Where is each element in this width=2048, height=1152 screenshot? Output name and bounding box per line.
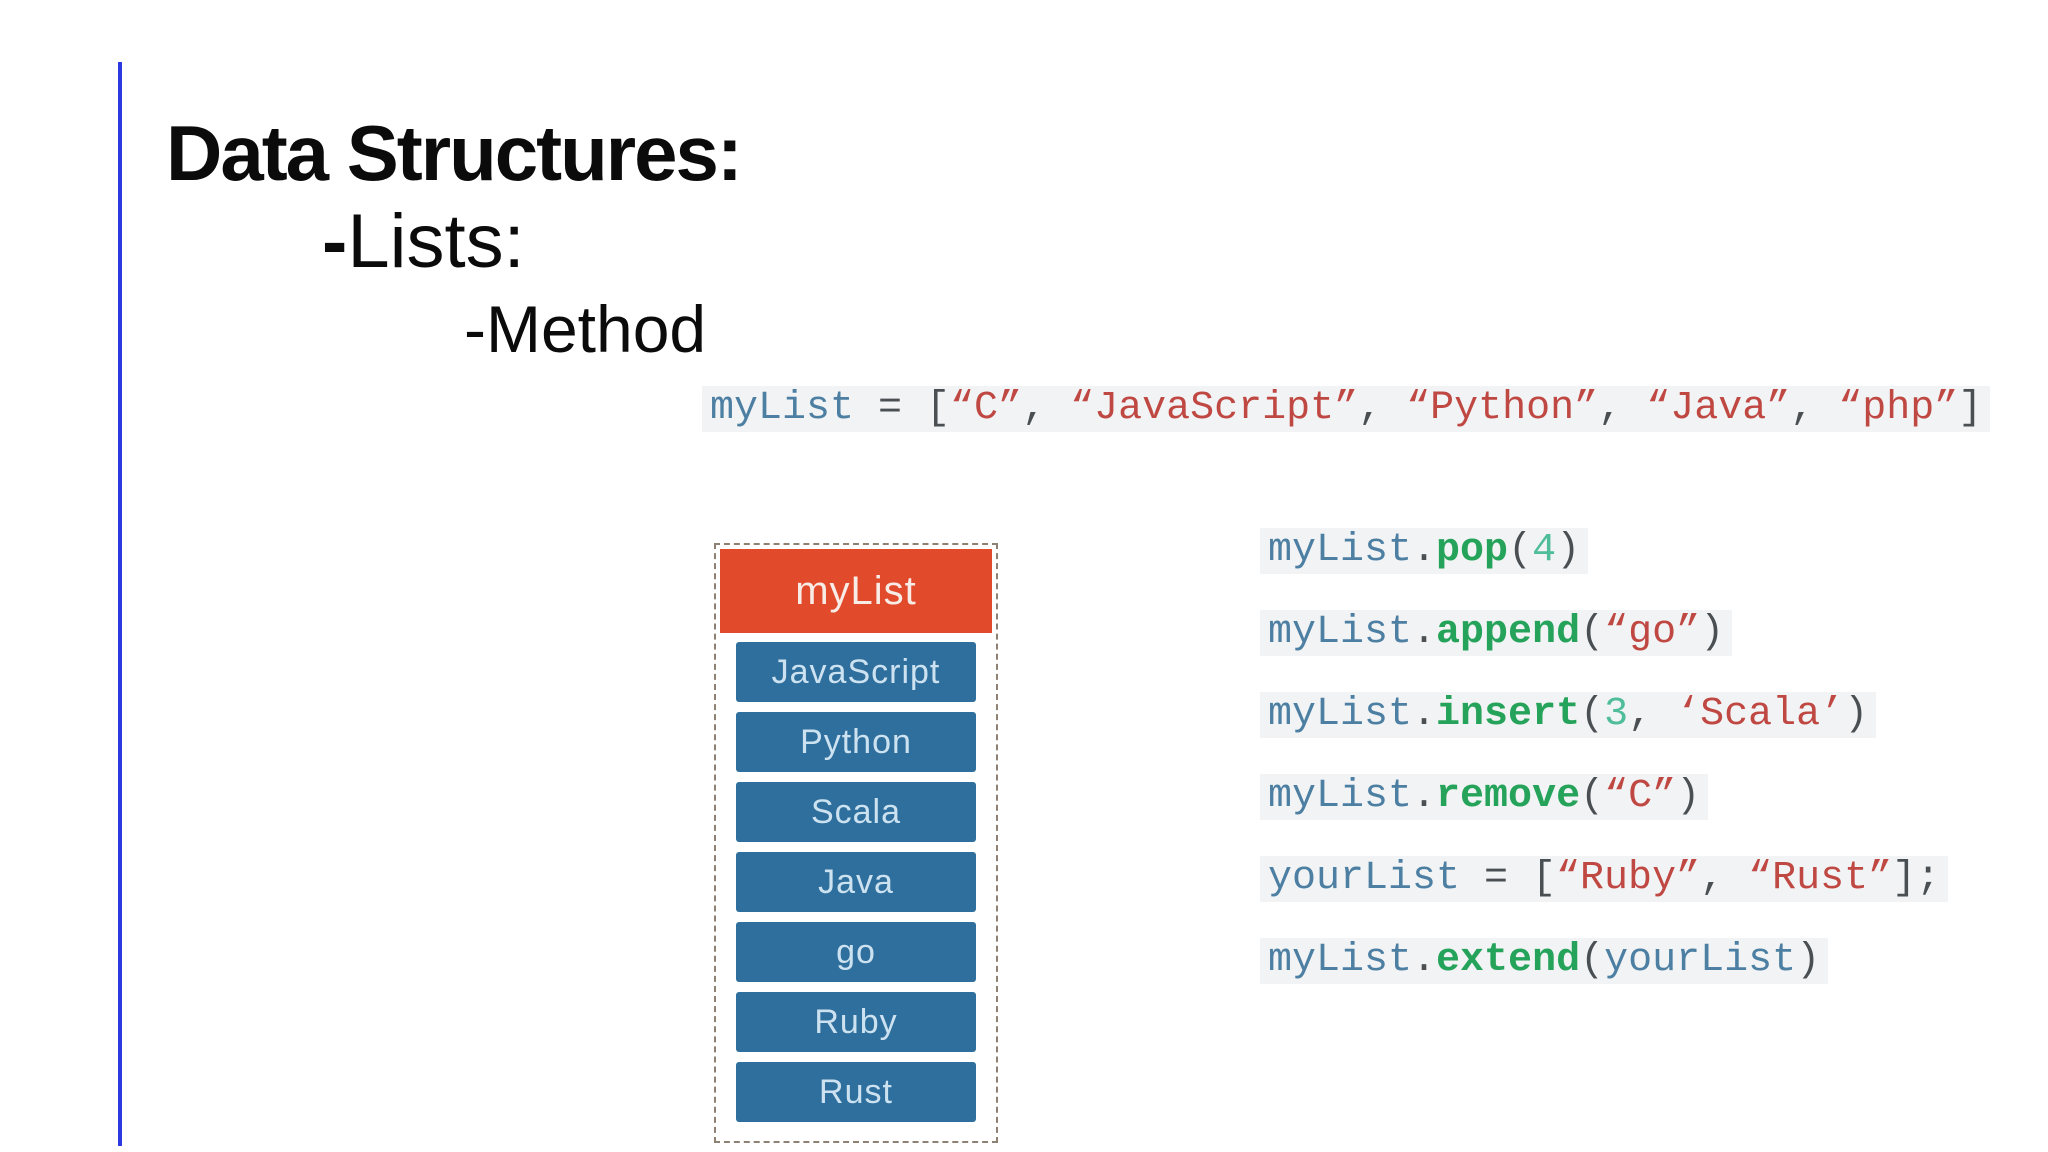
code-token: “Python” — [1406, 386, 1599, 431]
heading-lists: -Lists: — [322, 204, 525, 280]
code-token: ) — [1700, 610, 1725, 655]
code-token: extend — [1436, 938, 1581, 983]
code-token: “Ruby” — [1556, 856, 1701, 901]
code-token: myList — [1268, 528, 1413, 573]
lists-dash: - — [322, 199, 348, 284]
list-item: Ruby — [736, 992, 976, 1052]
code-token: ) — [1796, 938, 1821, 983]
code-token: yourList — [1604, 938, 1797, 983]
code-token: ( — [1580, 610, 1605, 655]
code-token: “php” — [1838, 386, 1959, 431]
code-token: ]; — [1892, 856, 1941, 901]
code-token: append — [1436, 610, 1581, 655]
code-token: ‘Scala’ — [1676, 692, 1845, 737]
code-token: yourList — [1268, 856, 1461, 901]
code-token: remove — [1436, 774, 1581, 819]
code-token: = [ — [854, 386, 951, 431]
code-token: ) — [1676, 774, 1701, 819]
code-token: ( — [1580, 938, 1605, 983]
code-token: . — [1412, 692, 1437, 737]
code-line-method-call: yourList = [“Ruby”, “Rust”]; — [1260, 856, 1949, 902]
code-line-method-call: myList.extend(yourList) — [1260, 938, 1829, 984]
code-token: “C” — [1604, 774, 1677, 819]
code-token: myList — [1268, 774, 1413, 819]
left-accent-line — [118, 62, 122, 1146]
lists-label: Lists: — [347, 199, 525, 284]
code-token: ) — [1556, 528, 1581, 573]
code-token: ( — [1508, 528, 1533, 573]
list-item: Rust — [736, 1062, 976, 1122]
code-token: “Java” — [1646, 386, 1791, 431]
heading-method: -Method — [464, 296, 706, 362]
code-token: . — [1412, 938, 1437, 983]
method-label: Method — [485, 292, 707, 366]
code-token: ( — [1580, 774, 1605, 819]
page-title: Data Structures: — [166, 109, 743, 197]
code-token: , — [1358, 386, 1407, 431]
code-token: . — [1412, 774, 1437, 819]
list-item: Scala — [736, 782, 976, 842]
code-token: , — [1598, 386, 1647, 431]
code-token: myList — [710, 386, 855, 431]
code-token: = [ — [1460, 856, 1557, 901]
code-line-method-call: myList.pop(4) — [1260, 528, 1589, 574]
code-token: pop — [1436, 528, 1509, 573]
code-token: “Rust” — [1748, 856, 1893, 901]
list-item: JavaScript — [736, 642, 976, 702]
code-token: , — [1022, 386, 1071, 431]
code-token: “C” — [950, 386, 1023, 431]
code-line-method-call: myList.remove(“C”) — [1260, 774, 1709, 820]
code-token: “JavaScript” — [1070, 386, 1359, 431]
code-token: myList — [1268, 692, 1413, 737]
diagram-header: myList — [720, 549, 992, 633]
code-token: ( — [1580, 692, 1605, 737]
code-token: myList — [1268, 610, 1413, 655]
code-token: . — [1412, 610, 1437, 655]
code-line-assignment: myList = [“C”, “JavaScript”, “Python”, “… — [702, 386, 1991, 432]
method-dash: - — [464, 292, 486, 366]
list-item: Java — [736, 852, 976, 912]
list-item: go — [736, 922, 976, 982]
code-line-method-call: myList.append(“go”) — [1260, 610, 1733, 656]
code-token: , — [1700, 856, 1749, 901]
method-call-lines: myList.pop(4)myList.append(“go”)myList.i… — [1260, 528, 1949, 1020]
code-token: 4 — [1532, 528, 1557, 573]
code-token: “go” — [1604, 610, 1701, 655]
code-token: , — [1790, 386, 1839, 431]
code-token: . — [1412, 528, 1437, 573]
code-token: , — [1628, 692, 1677, 737]
code-token: ] — [1958, 386, 1983, 431]
code-token: 3 — [1604, 692, 1629, 737]
code-token: myList — [1268, 938, 1413, 983]
code-token: ) — [1844, 692, 1869, 737]
list-item: Python — [736, 712, 976, 772]
code-line-method-call: myList.insert(3, ‘Scala’) — [1260, 692, 1877, 738]
code-token: insert — [1436, 692, 1581, 737]
